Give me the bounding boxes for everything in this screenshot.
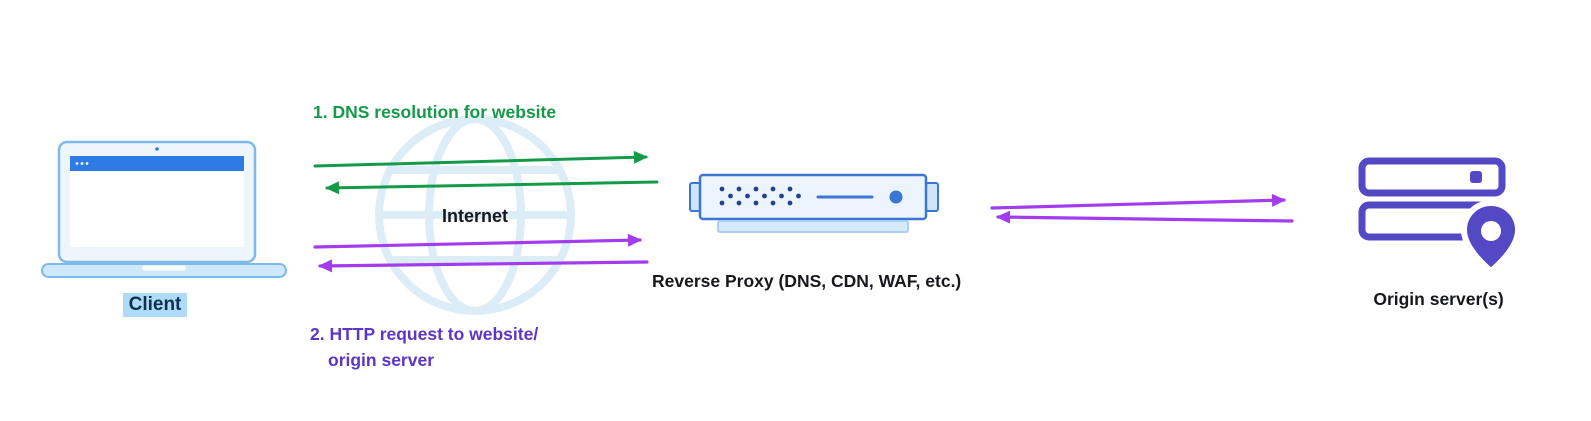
server-indicator-dot — [1470, 171, 1482, 183]
proxy-body — [698, 173, 928, 221]
http-flow-label-line1: 2. HTTP request to website/ — [310, 324, 539, 344]
proxy-power-dot — [889, 190, 903, 204]
client-label: Client — [122, 293, 188, 317]
origin-servers-label: Origin server(s) — [1373, 289, 1504, 309]
globe-icon — [375, 115, 575, 315]
internet-label: Internet — [441, 206, 508, 226]
proxy-right-tab — [925, 182, 939, 212]
dns-flow-label: 1. DNS resolution for website — [313, 102, 557, 122]
proxy-to-origin-arrow — [990, 193, 1286, 210]
http-flow-label-line2: origin server — [328, 350, 435, 370]
server-stack-icon — [1358, 157, 1522, 275]
laptop-camera-dot — [155, 147, 159, 151]
server-bar-top — [1358, 157, 1506, 197]
reverse-proxy-label: Reverse Proxy (DNS, CDN, WAF, etc.) — [652, 271, 962, 291]
http-flow-label: 2. HTTP request to website/ origin serve… — [310, 321, 538, 373]
browser-content — [70, 171, 244, 247]
browser-titlebar — [70, 156, 244, 171]
origin-to-proxy-arrow — [996, 210, 1294, 224]
proxy-base — [717, 220, 909, 233]
proxy-server-icon — [689, 173, 939, 233]
location-pin-icon — [1460, 199, 1522, 275]
proxy-dot-pattern — [719, 186, 801, 206]
client-label-wrap: Client — [40, 293, 270, 317]
laptop-icon — [41, 140, 287, 278]
